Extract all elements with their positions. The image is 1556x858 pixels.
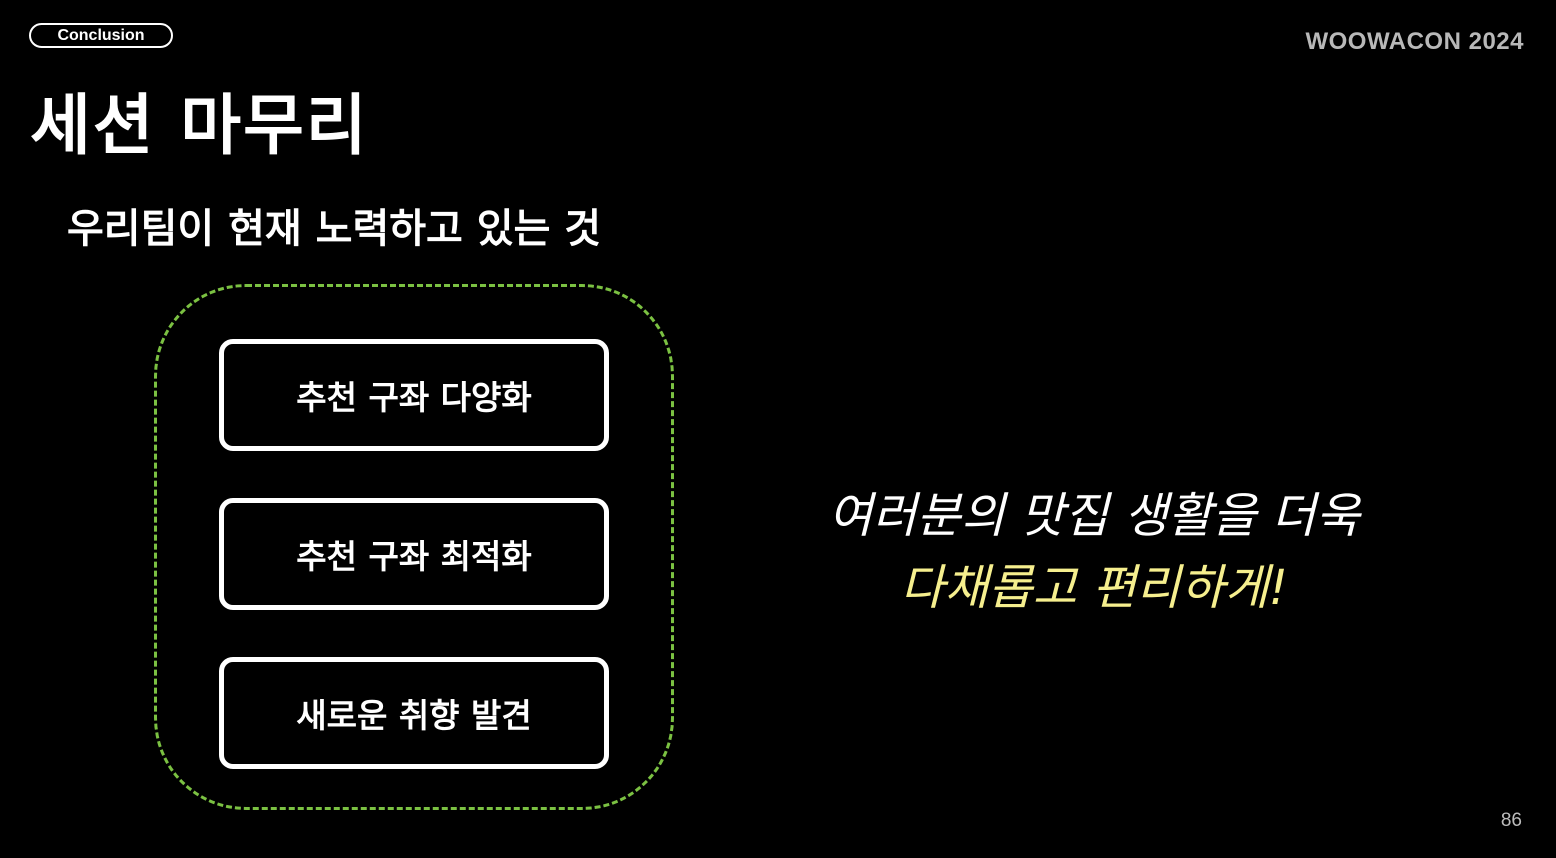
item-box: 새로운 취향 발견	[219, 657, 609, 769]
slide-title: 세션 마무리	[30, 87, 369, 164]
item-box: 추천 구좌 다양화	[219, 339, 609, 451]
brand-logo: WOOWACON 2024	[1305, 28, 1524, 55]
tagline-line-1: 여러분의 맛집 생활을 더욱	[828, 488, 1360, 544]
slide-subtitle: 우리팀이 현재 노력하고 있는 것	[67, 206, 602, 252]
tagline-line-2: 다채롭고 편리하게!	[900, 560, 1288, 616]
section-tag: Conclusion	[29, 23, 173, 48]
page-number: 86	[1500, 810, 1522, 831]
tagline: 여러분의 맛집 생활을 더욱 다채롭고 편리하게!	[794, 480, 1394, 624]
items-group-frame	[154, 284, 674, 810]
item-box: 추천 구좌 최적화	[219, 498, 609, 610]
